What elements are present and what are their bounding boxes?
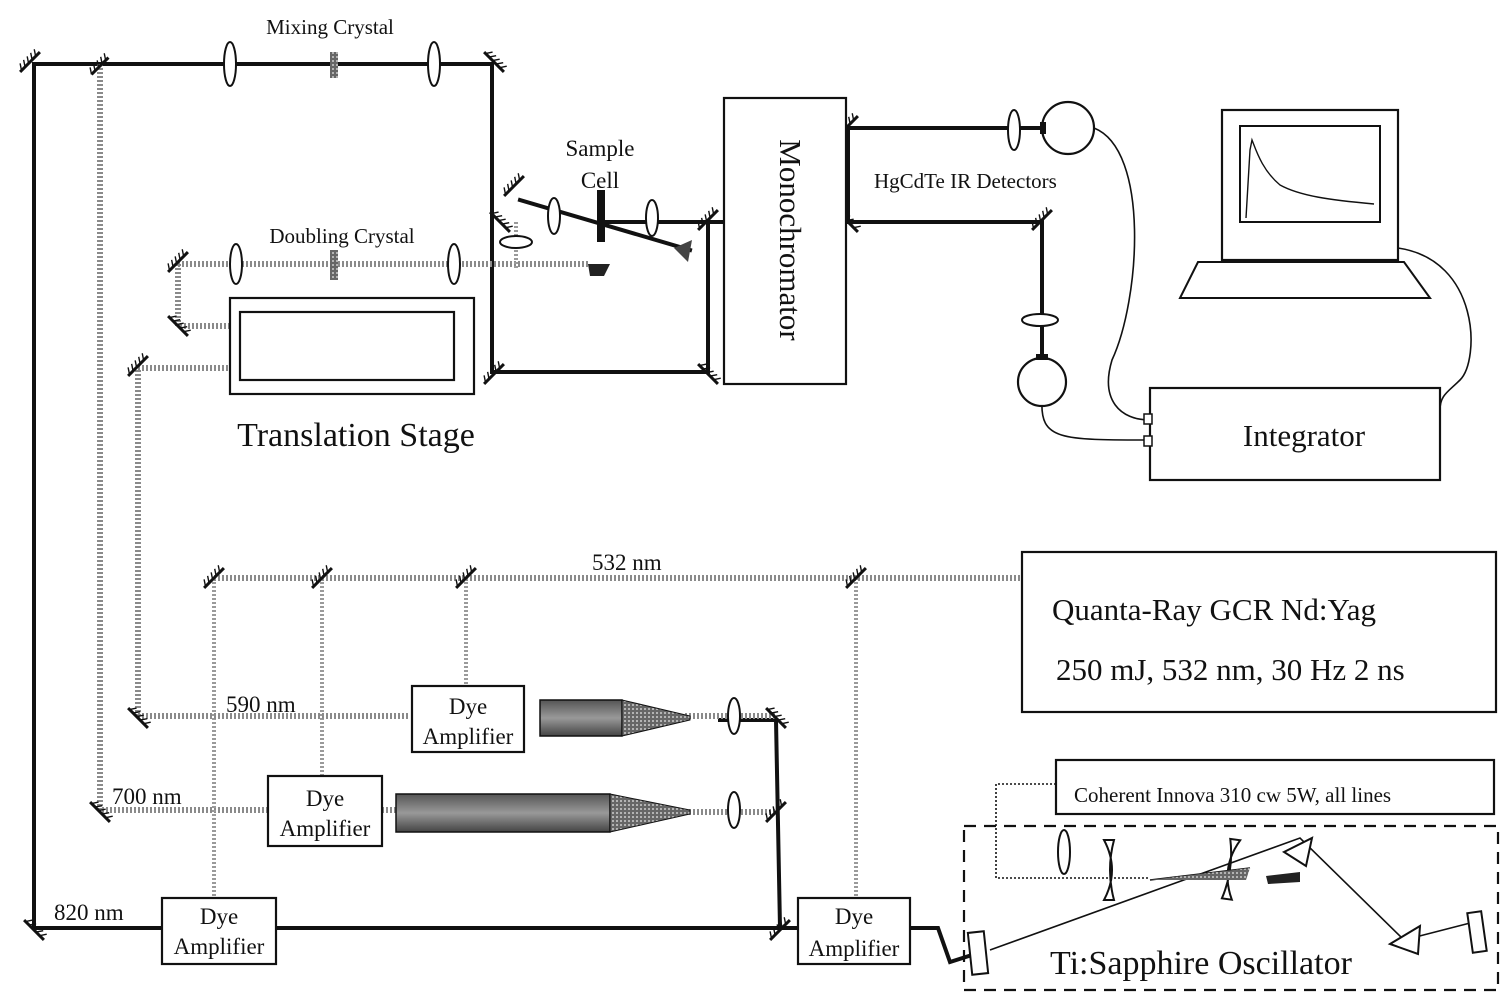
ti-sapphire-oscillator: Ti:Sapphire Oscillator — [962, 824, 1500, 992]
pump-laser: Coherent Innova 310 cw 5W, all lines — [1054, 758, 1496, 816]
mirrors — [19, 49, 1053, 941]
mirror-icon — [89, 801, 113, 823]
lens-icon — [727, 697, 741, 735]
integrator-label: Integrator — [1243, 418, 1366, 453]
mirror-icon — [23, 919, 47, 941]
dye-amplifier-820: Dye Amplifier — [160, 896, 278, 966]
pump-laser-label: Coherent Innova 310 cw 5W, all lines — [1074, 783, 1391, 807]
computer-icon — [1178, 108, 1432, 299]
mirror-icon — [19, 49, 41, 73]
wavelength-532-label: 532 nm — [592, 550, 662, 575]
sample-cell — [588, 190, 692, 276]
mirror-icon — [1031, 207, 1053, 231]
monochromator: Monochromator — [722, 96, 848, 386]
dye-amplifier-700: Dye Amplifier — [266, 774, 384, 848]
mirror-icon — [769, 917, 791, 941]
detector-icon — [1016, 356, 1068, 408]
wavelength-590-label: 590 nm — [226, 692, 296, 717]
translation-stage-label: Translation Stage — [237, 417, 475, 454]
mixing-crystal-label: Mixing Crystal — [266, 15, 394, 39]
lens-icon — [447, 243, 461, 285]
lens-icon — [645, 199, 659, 237]
svg-text:Dye: Dye — [449, 694, 487, 719]
lens-icon — [1021, 313, 1059, 327]
mirror-icon — [503, 173, 525, 197]
wavelength-700-label: 700 nm — [112, 784, 182, 809]
mirror-icon — [127, 707, 151, 729]
mirror-icon — [483, 361, 505, 385]
prism-icon — [1281, 836, 1314, 868]
doubling-crystal — [330, 250, 338, 280]
lens-icon — [1057, 829, 1071, 875]
lens-icon — [223, 41, 237, 87]
sample-cell-label-2: Cell — [581, 168, 619, 193]
mirror-icon — [697, 207, 719, 231]
nd-yag-specs: 250 mJ, 532 nm, 30 Hz 2 ns — [1056, 652, 1405, 687]
sample-cell-label: Sample — [566, 136, 635, 161]
svg-text:Dye: Dye — [835, 904, 873, 929]
svg-text:Amplifier: Amplifier — [174, 934, 265, 959]
mirror-icon — [483, 51, 507, 73]
integrator: Integrator — [1143, 386, 1442, 482]
mirror-icon — [697, 363, 721, 385]
detectors-label: HgCdTe IR Detectors — [874, 169, 1057, 193]
monochromator-label: Monochromator — [773, 139, 808, 341]
dye-amplifier-oscillator: Dye Amplifier — [796, 896, 912, 966]
lenses — [223, 41, 1071, 875]
svg-text:Amplifier: Amplifier — [809, 936, 900, 961]
lens-icon — [727, 791, 741, 829]
doubling-crystal-label: Doubling Crystal — [269, 224, 414, 248]
mirror-icon — [167, 315, 191, 337]
svg-text:Dye: Dye — [200, 904, 238, 929]
wavelength-820-label: 820 nm — [54, 900, 124, 925]
beam-expanders — [395, 699, 691, 833]
lens-icon — [427, 41, 441, 87]
lens-icon — [229, 243, 243, 285]
mirror-icon — [489, 211, 513, 233]
oscillator-label: Ti:Sapphire Oscillator — [1050, 945, 1353, 982]
mirror-icon — [203, 565, 225, 589]
mirror-icon — [127, 353, 149, 377]
mirror-icon — [845, 565, 867, 589]
mirror-icon — [311, 565, 333, 589]
detectors — [1016, 100, 1096, 408]
lens-icon — [1007, 109, 1021, 151]
dye-amplifier-590: Dye Amplifier — [410, 684, 526, 754]
diagram-labels: Mixing Crystal Sample Cell Doubling Crys… — [54, 15, 1057, 925]
translation-stage: Translation Stage — [228, 296, 476, 454]
mirror-icon — [765, 707, 789, 729]
lens-icon — [499, 235, 533, 249]
detector-icon — [1040, 100, 1096, 156]
svg-text:Amplifier: Amplifier — [423, 724, 514, 749]
mirror-icon — [455, 565, 477, 589]
mixing-crystal — [330, 52, 338, 78]
svg-text:Amplifier: Amplifier — [280, 816, 371, 841]
lens-icon — [547, 197, 561, 235]
prism-icon — [1387, 924, 1422, 956]
mirror-icon — [89, 53, 110, 76]
svg-text:Dye: Dye — [306, 786, 344, 811]
nd-yag-name: Quanta-Ray GCR Nd:Yag — [1052, 592, 1376, 627]
crystals — [330, 52, 338, 280]
mirror-icon — [765, 799, 787, 823]
nd-yag-laser: Quanta-Ray GCR Nd:Yag 250 mJ, 532 nm, 30… — [1020, 550, 1498, 714]
mirror-icon — [167, 249, 189, 273]
